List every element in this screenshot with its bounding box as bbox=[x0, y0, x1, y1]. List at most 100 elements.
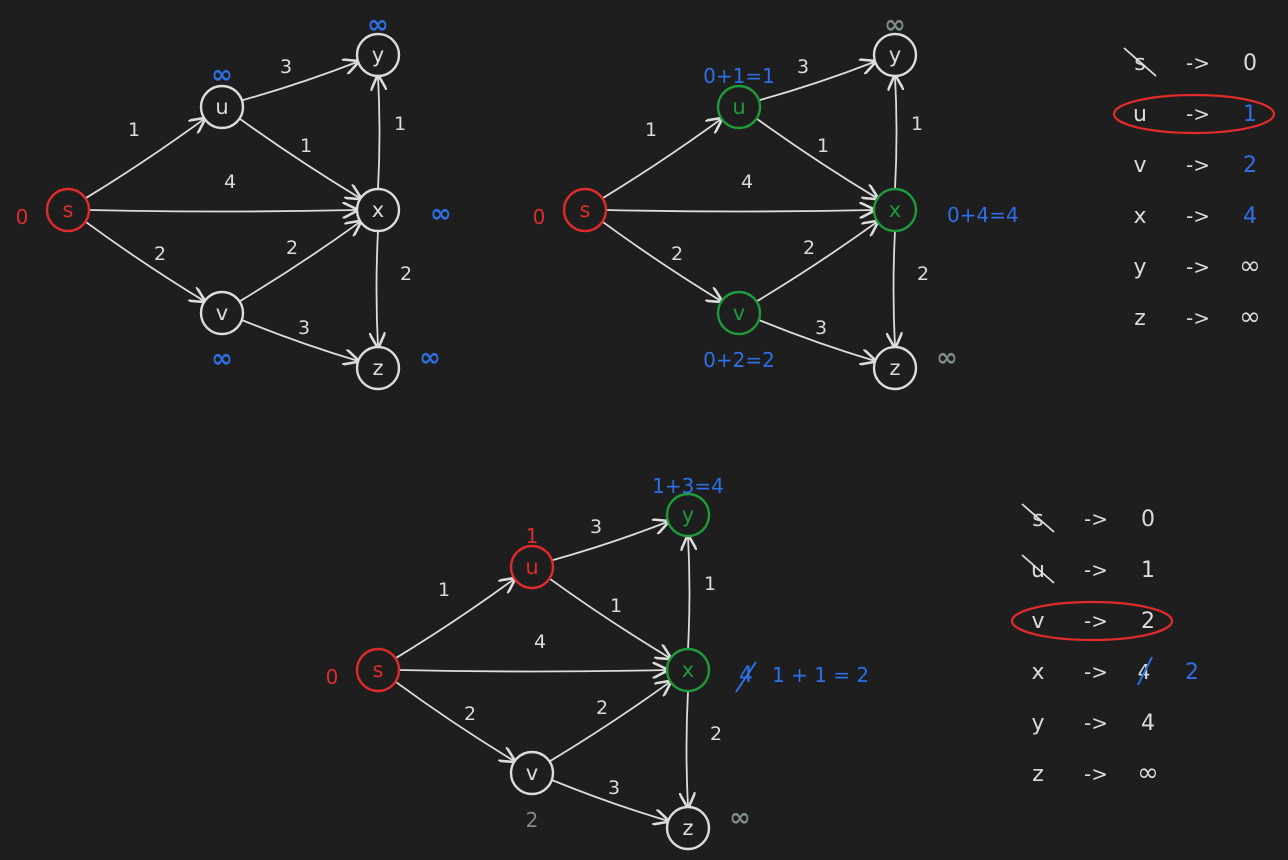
distance-z: ∞ bbox=[936, 343, 958, 373]
current-node-circle bbox=[1112, 93, 1276, 135]
edge-weight-v-x: 2 bbox=[803, 237, 815, 259]
distance-u: 1 bbox=[526, 524, 539, 548]
distance-y: 1+3=4 bbox=[652, 474, 724, 498]
strike-mark bbox=[735, 661, 757, 693]
edge-s-x bbox=[88, 210, 357, 212]
node-u bbox=[716, 84, 762, 130]
node-label-v: v bbox=[216, 301, 228, 325]
edge-weight-u-x: 1 bbox=[300, 135, 312, 157]
distance-z: ∞ bbox=[729, 803, 751, 833]
node-label-u: u bbox=[215, 95, 228, 119]
edge-weight-x-y: 1 bbox=[704, 573, 716, 595]
node-y bbox=[355, 32, 401, 78]
node-x bbox=[872, 187, 918, 233]
edge-weight-s-v: 2 bbox=[154, 243, 166, 265]
node-label-u: u bbox=[732, 95, 745, 119]
table-row: v->2 bbox=[1010, 600, 1174, 642]
node-s bbox=[45, 187, 91, 233]
graph-g3: 142312312suvxyz01241 + 1 = 21+3=4∞ bbox=[326, 474, 869, 851]
distance-table-t1: s->0u->1v->2x->4y->∞z->∞ bbox=[1112, 47, 1276, 332]
edge-weight-u-x: 1 bbox=[817, 135, 829, 157]
table-value: 0 bbox=[1243, 51, 1257, 76]
edge-weight-x-z: 2 bbox=[400, 263, 412, 285]
table-row: u->1 bbox=[1021, 554, 1155, 584]
edge-weight-v-z: 3 bbox=[608, 777, 620, 799]
table-row: v->2 bbox=[1133, 153, 1257, 178]
node-label-x: x bbox=[372, 198, 384, 222]
table-node: s bbox=[1032, 507, 1043, 532]
table-node: z bbox=[1032, 762, 1044, 787]
node-label-z: z bbox=[372, 356, 383, 380]
edge-u-y bbox=[241, 62, 358, 102]
edge-u-x bbox=[548, 577, 671, 659]
edge-weight-u-y: 3 bbox=[280, 56, 292, 78]
edge-weight-v-z: 3 bbox=[298, 317, 310, 339]
edge-weight-s-v: 2 bbox=[464, 703, 476, 725]
node-z bbox=[665, 805, 711, 851]
table-value: 2 bbox=[1243, 153, 1257, 178]
table-row: x->4 bbox=[1133, 204, 1257, 229]
table-value: 1 bbox=[1243, 102, 1257, 127]
table-row: y->4 bbox=[1031, 711, 1155, 736]
edge-weight-s-u: 1 bbox=[128, 119, 140, 141]
edge-u-y bbox=[551, 522, 668, 562]
edge-weight-v-x: 2 bbox=[596, 697, 608, 719]
node-x bbox=[355, 187, 401, 233]
node-label-v: v bbox=[526, 761, 538, 785]
edge-s-u bbox=[601, 119, 721, 200]
table-arrow: -> bbox=[1084, 660, 1108, 684]
node-u bbox=[509, 544, 555, 590]
node-y bbox=[665, 492, 711, 538]
distance-table-t2: s->0u->1v->2x->42y->4z->∞ bbox=[1010, 503, 1199, 788]
node-y bbox=[872, 32, 918, 78]
edge-s-x bbox=[398, 670, 667, 672]
edge-x-y bbox=[378, 76, 380, 190]
node-label-x: x bbox=[682, 658, 694, 682]
edge-v-x bbox=[548, 682, 671, 763]
table-node: s bbox=[1134, 51, 1145, 76]
table-row: y->∞ bbox=[1133, 251, 1260, 281]
edge-u-x bbox=[238, 117, 361, 199]
distance-s: 0 bbox=[16, 205, 29, 229]
table-value: 1 bbox=[1141, 558, 1155, 583]
table-arrow: -> bbox=[1186, 204, 1210, 228]
edge-x-z bbox=[894, 230, 896, 347]
edge-weight-u-y: 3 bbox=[797, 56, 809, 78]
edge-weight-u-y: 3 bbox=[590, 516, 602, 538]
table-row: s->0 bbox=[1123, 47, 1257, 77]
table-value: ∞ bbox=[1137, 758, 1159, 788]
tables-layer: s->0u->1v->2x->4y->∞z->∞s->0u->1v->2x->4… bbox=[1010, 47, 1276, 788]
node-label-y: y bbox=[372, 43, 384, 67]
distance-s: 0 bbox=[533, 205, 546, 229]
edge-weight-v-z: 3 bbox=[815, 317, 827, 339]
edge-x-y bbox=[688, 536, 690, 650]
table-value: 4 bbox=[1141, 711, 1155, 736]
current-node-circle bbox=[1010, 600, 1174, 642]
node-v bbox=[509, 750, 555, 796]
edge-weight-s-u: 1 bbox=[438, 579, 450, 601]
table-row: u->1 bbox=[1112, 93, 1276, 135]
node-label-s: s bbox=[63, 198, 74, 222]
edge-weight-x-y: 1 bbox=[394, 113, 406, 135]
table-row: z->∞ bbox=[1032, 758, 1159, 788]
strike-mark bbox=[1137, 656, 1153, 686]
edge-s-u bbox=[394, 579, 514, 660]
edge-s-v bbox=[394, 680, 514, 762]
edge-weight-x-y: 1 bbox=[911, 113, 923, 135]
distance-x: ∞ bbox=[430, 199, 452, 229]
edge-s-v bbox=[84, 220, 204, 302]
edge-s-u bbox=[84, 119, 204, 200]
edge-u-y bbox=[758, 62, 875, 102]
edge-v-z bbox=[550, 779, 668, 821]
strike-mark bbox=[1021, 503, 1055, 533]
distance-v: 0+2=2 bbox=[703, 348, 775, 372]
distance-s: 0 bbox=[326, 665, 339, 689]
edge-weight-x-z: 2 bbox=[710, 723, 722, 745]
node-label-v: v bbox=[733, 301, 745, 325]
distance-v: 2 bbox=[526, 808, 539, 832]
node-label-s: s bbox=[580, 198, 591, 222]
table-arrow: -> bbox=[1186, 102, 1210, 126]
distance-y: ∞ bbox=[884, 10, 906, 40]
